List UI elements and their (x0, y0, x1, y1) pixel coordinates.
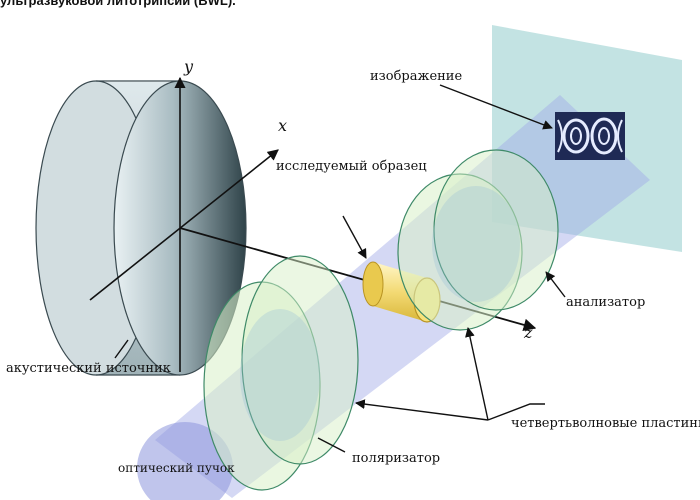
pointer-analyzer (545, 271, 566, 298)
optical-beam-end (137, 422, 233, 500)
image-label: изображение (370, 69, 462, 84)
figure-caption: ультразвуковой литотрипсии (BWL). (0, 0, 236, 8)
x-axis-label: x (278, 116, 287, 135)
polarizer-label: поляризатор (352, 451, 440, 466)
optical-beam-label: оптический пучок (118, 461, 235, 475)
y-axis-label: y (183, 57, 194, 76)
z-axis-label: z (523, 323, 533, 342)
polarizer-plates (203, 255, 359, 491)
pointer-plate-a (465, 327, 489, 421)
x-axis (89, 149, 279, 301)
acoustic-source-label: акустический источник (6, 361, 171, 376)
sample-label: исследуемый образец (276, 159, 427, 174)
pointer-acoustic (114, 339, 129, 359)
analyzer-plates (397, 149, 559, 331)
pointer-plates (487, 403, 545, 421)
interference-image (555, 112, 625, 160)
analyzer-label: анализатор (566, 295, 645, 310)
pointer-polarizer (317, 437, 346, 453)
pointer-plate-b (355, 399, 489, 421)
quarter-wave-plates-label: четвертьволновые пластинки (511, 416, 700, 431)
acoustic-source (35, 80, 247, 376)
pointer-image (439, 84, 553, 130)
pointer-sample (342, 215, 367, 259)
